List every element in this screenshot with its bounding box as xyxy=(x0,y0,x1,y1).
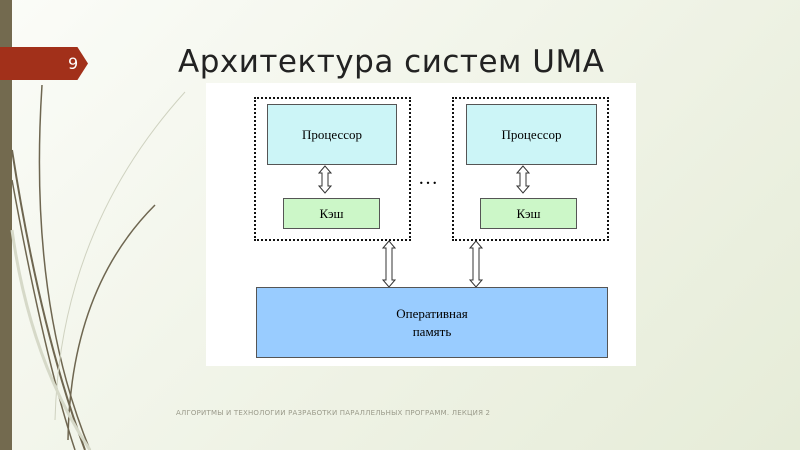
slide-title: Архитектура систем UMA xyxy=(178,44,605,80)
node-2 xyxy=(452,97,609,241)
ellipsis: … xyxy=(418,167,438,189)
slide-number: 9 xyxy=(68,54,79,73)
arrow-node-memory-2 xyxy=(468,240,484,288)
cache-1: Кэш xyxy=(283,198,380,229)
sidebar-bar xyxy=(0,0,12,450)
arrow-proc-cache-2 xyxy=(515,165,531,194)
uma-diagram: Процессор Кэш Процессор Кэш … Оперативна… xyxy=(206,83,636,366)
footer: АЛГОРИТМЫ И ТЕХНОЛОГИИ РАЗРАБОТКИ ПАРАЛЛ… xyxy=(176,409,491,417)
slide-number-badge: 9 xyxy=(0,47,88,80)
memory-label-line1: Оперативная xyxy=(396,305,468,321)
node-1 xyxy=(254,97,411,241)
decorative-curves xyxy=(10,84,186,450)
arrows xyxy=(317,165,531,288)
main-memory: Оперативная память xyxy=(256,287,608,358)
arrow-node-memory-1 xyxy=(381,240,397,288)
processor-2: Процессор xyxy=(466,104,597,165)
memory-label-line2: память xyxy=(412,323,452,339)
processor-1: Процессор xyxy=(267,104,397,165)
cache-2: Кэш xyxy=(480,198,577,229)
arrow-proc-cache-1 xyxy=(317,165,333,194)
